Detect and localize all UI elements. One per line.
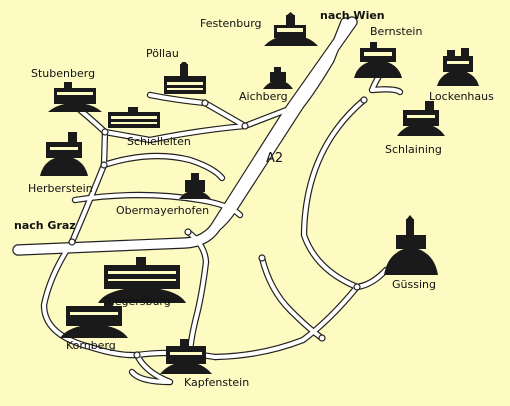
junction-marker bbox=[318, 334, 326, 342]
road-a2-south bbox=[260, 256, 324, 340]
junction-marker bbox=[201, 99, 209, 107]
junction-marker bbox=[101, 128, 109, 136]
road-a2-south-edge bbox=[258, 254, 326, 342]
junction-marker bbox=[184, 228, 192, 236]
junction-marker bbox=[100, 161, 108, 169]
place-label-obermayerhofen[interactable]: Obermayerhofen bbox=[116, 204, 210, 217]
road-poellau-loop-edge bbox=[146, 91, 249, 130]
place-label-stubenberg[interactable]: Stubenberg bbox=[31, 67, 96, 80]
place-label-festenburg[interactable]: Festenburg bbox=[200, 17, 262, 30]
place-label-schielleiten[interactable]: Schielleiten bbox=[127, 135, 191, 148]
road-a2-riegersburg bbox=[186, 230, 208, 358]
direction-graz-label: nach Graz bbox=[14, 219, 76, 232]
place-label-guessing[interactable]: Güssing bbox=[392, 278, 436, 291]
place-label-poellau[interactable]: Pöllau bbox=[146, 47, 179, 60]
junction-marker bbox=[241, 122, 249, 130]
junction-marker bbox=[360, 96, 368, 104]
junction-marker bbox=[133, 351, 141, 359]
place-label-lockenhaus[interactable]: Lockenhaus bbox=[429, 90, 494, 103]
direction-vienna-label: nach Wien bbox=[320, 9, 385, 22]
place-label-herberstein[interactable]: Herberstein bbox=[28, 182, 93, 195]
junction-marker bbox=[68, 238, 76, 246]
road-schielleiten-obermayerhofen bbox=[102, 154, 224, 180]
place-label-kornberg[interactable]: Kornberg bbox=[66, 339, 116, 352]
road-schlaining-guessing bbox=[302, 98, 388, 289]
road-graz-kornberg bbox=[42, 240, 139, 358]
junction-marker bbox=[258, 254, 266, 262]
road-kornberg-kapfenstein bbox=[130, 353, 172, 384]
place-label-kapfenstein[interactable]: Kapfenstein bbox=[184, 376, 250, 389]
place-label-schlaining[interactable]: Schlaining bbox=[385, 143, 442, 156]
road-guessing-south bbox=[213, 285, 359, 359]
junction-marker bbox=[353, 283, 361, 291]
motorway-a2-label: A2 bbox=[266, 151, 284, 166]
place-label-bernstein[interactable]: Bernstein bbox=[370, 25, 423, 38]
place-label-riegersburg[interactable]: Riegersburg bbox=[104, 295, 171, 308]
road-stubenberg-schielleiten bbox=[78, 102, 304, 142]
place-label-aichberg[interactable]: Aichberg bbox=[239, 90, 288, 103]
